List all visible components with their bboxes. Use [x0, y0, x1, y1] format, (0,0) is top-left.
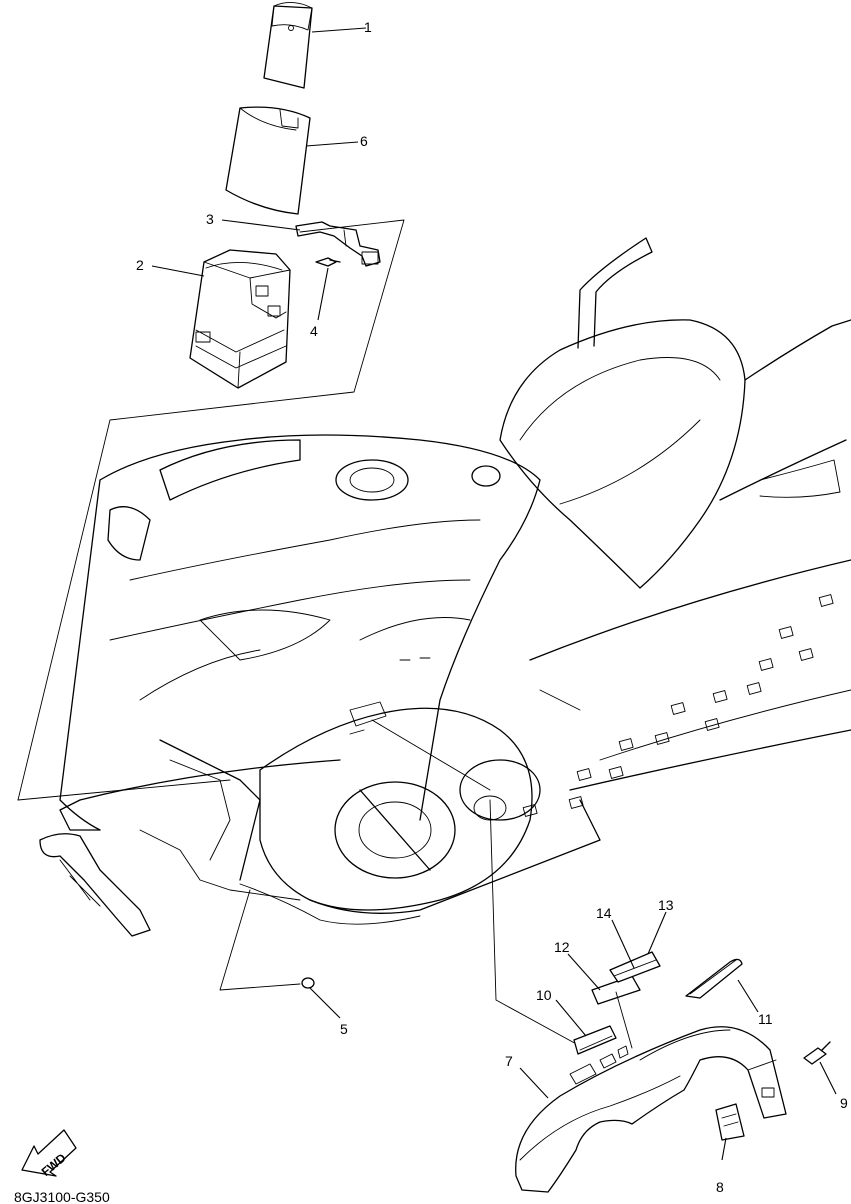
- snowmobile-body: [39, 237, 851, 937]
- callout-13: 13: [658, 897, 674, 913]
- callout-8: 8: [716, 1179, 724, 1195]
- part-3-band: [295, 221, 381, 267]
- callout-12: 12: [554, 939, 570, 955]
- flap-rivets: [569, 991, 633, 1085]
- part-10-bracket: [573, 1025, 617, 1055]
- fwd-arrow: FWD: [21, 1129, 77, 1179]
- callout-14: 14: [596, 905, 612, 921]
- part-4-bolt: [315, 257, 341, 267]
- callout-4: 4: [310, 323, 318, 339]
- part-7-flap: [515, 1026, 787, 1193]
- part-5-leader: [219, 889, 301, 991]
- part-12-plate: [591, 975, 641, 1005]
- callout-10: 10: [536, 987, 552, 1003]
- part-5-grommet: [301, 977, 315, 989]
- callout-7: 7: [505, 1053, 513, 1069]
- part-11-rod: [685, 958, 743, 999]
- callout-2: 2: [136, 257, 144, 273]
- callout-6: 6: [360, 133, 368, 149]
- diagram-code: 8GJ3100-G350: [14, 1189, 110, 1204]
- part-2-battery: [189, 249, 291, 389]
- callout-leaders: [151, 27, 837, 1161]
- callout-3: 3: [206, 211, 214, 227]
- callouts: 1 2 3 4 5 6 7 8 9 10 11 12 13 14: [136, 19, 848, 1195]
- part-8-plate: [715, 1103, 745, 1141]
- callout-1: 1: [364, 19, 372, 35]
- callout-5: 5: [340, 1021, 348, 1037]
- part-9-bolt: [803, 1041, 831, 1065]
- callout-11: 11: [758, 1011, 773, 1027]
- callout-9: 9: [840, 1095, 848, 1111]
- flap-leader: [371, 689, 581, 1047]
- part-1-cover: [263, 2, 313, 89]
- part-6-sleeve: [225, 106, 311, 215]
- part-14-strip: [609, 951, 661, 983]
